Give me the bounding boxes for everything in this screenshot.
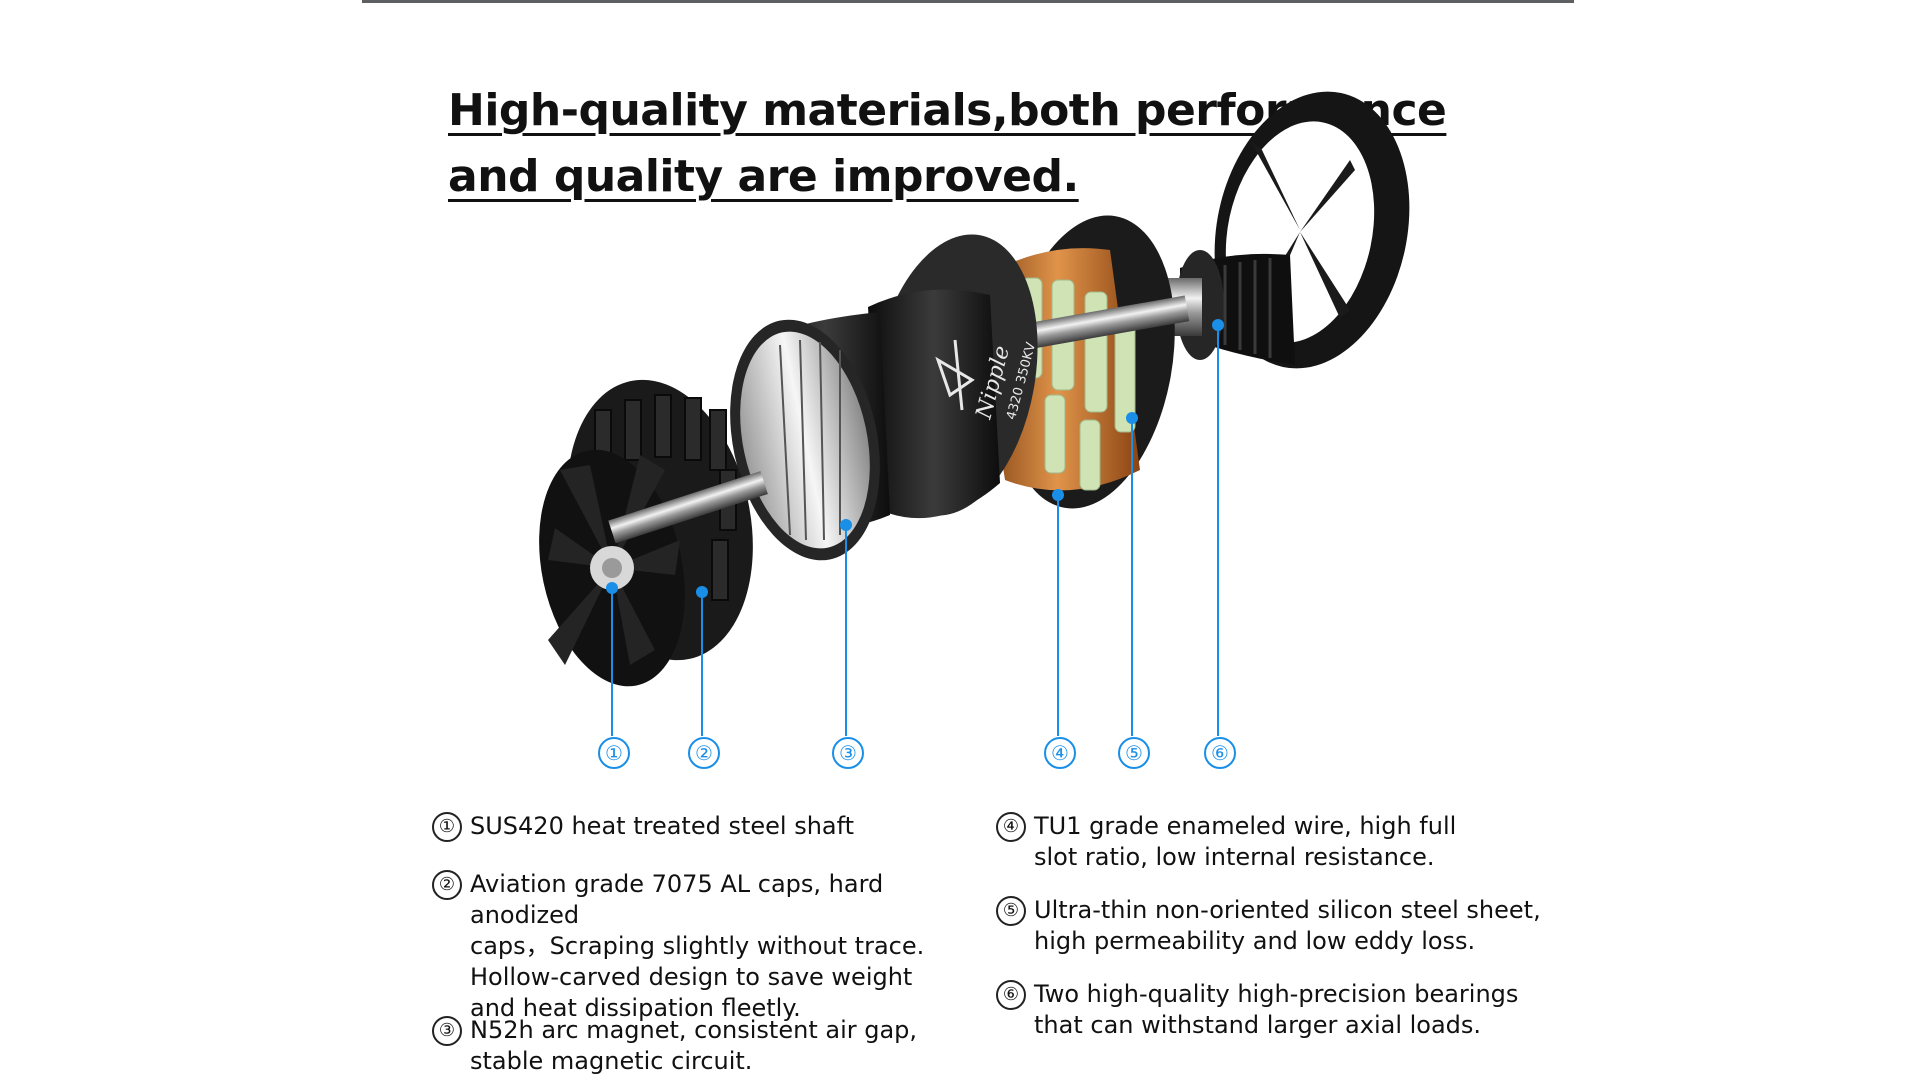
feature-text: Two high-quality high-precision bearings… [1034,980,1519,1039]
callout-2: ② [688,737,720,769]
feature-item-6: ⑥ Two high-quality high-precision bearin… [996,979,1556,1041]
feature-text: N52h arc magnet, consistent air gap, sta… [470,1016,918,1075]
callout-leaders [611,325,1219,736]
feature-number: ② [432,870,462,900]
callout-dots [606,319,1224,598]
headline-line-2: and quality are improved. [448,151,1079,202]
feature-text: SUS420 heat treated steel shaft [470,812,855,840]
feature-item-2: ② Aviation grade 7075 AL caps, hard anod… [432,869,992,1024]
feature-item-1: ① SUS420 heat treated steel shaft [432,811,992,842]
callout-5: ⑤ [1118,737,1150,769]
callout-1: ① [598,737,630,769]
motor-bell: Nipple 4320 350KV [730,234,1039,561]
feature-text: TU1 grade enameled wire, high full slot … [1034,812,1457,871]
feature-number: ⑤ [996,896,1026,926]
feature-item-5: ⑤ Ultra-thin non-oriented silicon steel … [996,895,1556,957]
feature-number: ① [432,812,462,842]
feature-item-4: ④ TU1 grade enameled wire, high full slo… [996,811,1556,873]
feature-number: ⑥ [996,980,1026,1010]
feature-number: ③ [432,1016,462,1046]
callout-4: ④ [1044,737,1076,769]
callout-3: ③ [832,737,864,769]
feature-item-3: ③ N52h arc magnet, consistent air gap, s… [432,1015,992,1077]
callout-6: ⑥ [1204,737,1236,769]
feature-text: Ultra-thin non-oriented silicon steel sh… [1034,896,1541,955]
top-divider [362,0,1574,3]
bell-logo-icon [935,339,975,411]
rear-bearing-cap [1160,91,1410,369]
feature-number: ④ [996,812,1026,842]
feature-text: Aviation grade 7075 AL caps, hard anodiz… [470,870,925,1022]
